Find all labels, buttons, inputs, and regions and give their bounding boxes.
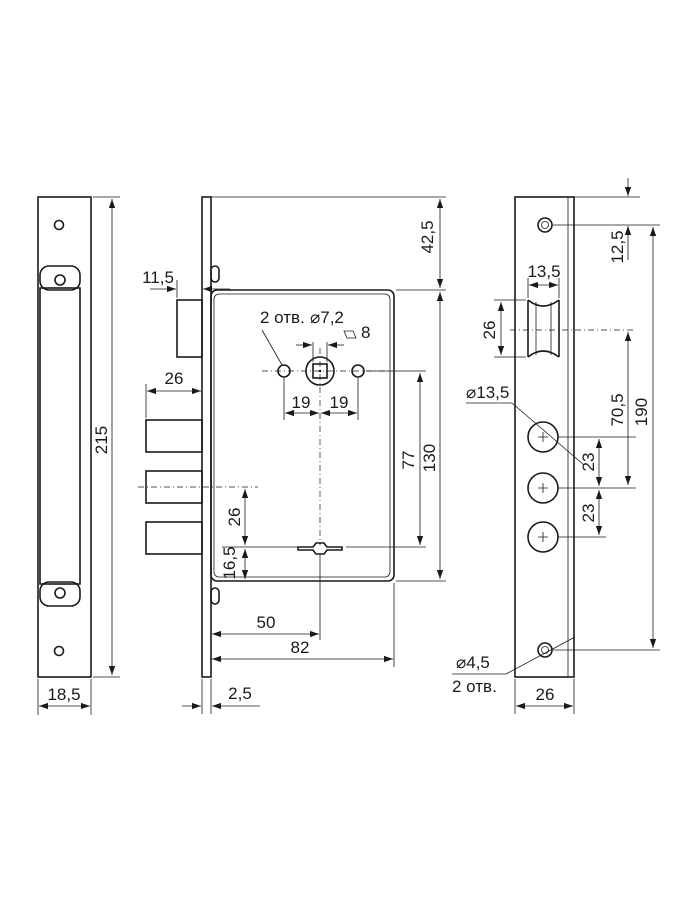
strike-top-hole [537,217,553,233]
top-offset-label: 42,5 [418,220,437,253]
faceplate-width-label: 18,5 [47,685,80,704]
screw-holes-count-label: 2 отв. [452,677,497,696]
dead-bolt-2 [145,470,203,504]
strike-bottom-hole [537,642,553,658]
plate-thickness-label: 2,5 [228,684,252,703]
strike-width-label: 26 [536,685,555,704]
dead-bolt-3 [145,521,203,555]
bolt-hole-diameter-label: ⌀13,5 [466,383,509,402]
top-hole-label: 12,5 [608,230,627,263]
spindle-to-key-label: 77 [399,451,418,470]
holes-diameter-label: ⌀7,2 [310,308,344,327]
left-fixing-hole [277,364,291,378]
lock-front-plate [201,196,212,678]
spindle-square [312,363,328,379]
case-height-label: 130 [420,444,439,472]
strike-latch-recess [527,299,560,358]
bolt-length-label: 26 [165,369,184,388]
holes-count-label: 2 отв. [260,308,305,327]
lock-body-view: 42,5 130 77 11,5 26 2 отв. ⌀7,2 8 [138,196,446,714]
bolt-pitch-1-label: 23 [579,453,598,472]
right-fixing-hole [351,364,365,378]
screw-hole-diameter-label: ⌀4,5 [456,653,490,672]
bolt-pitch-2-label: 23 [579,504,598,523]
faceplate-bolt-slot [39,287,81,585]
bottom-mount-lug [210,587,220,605]
dead-bolt-1 [145,419,203,453]
spindle-offset-right-label: 19 [330,393,349,412]
key-to-bolt-label: 26 [225,508,244,527]
spindle-center-dot [318,369,322,373]
latch-bolt [176,299,203,358]
faceplate-slot-bottom-end [39,581,81,607]
faceplate-height-label: 215 [92,426,111,454]
latch-to-bolt-label: 70,5 [608,393,627,426]
key-backset-label: 50 [257,613,276,632]
holes-distance-label: 190 [632,398,651,426]
square-spindle-icon [343,330,357,339]
faceplate-slot-bottom-hole [54,587,66,599]
keyhole [297,542,343,555]
spindle-size-label: 8 [361,323,370,342]
faceplate-top-screw-hole [53,219,65,231]
top-mount-lug [210,265,220,283]
backset-label: 11,5 [142,268,174,287]
case-depth-label: 82 [291,638,310,657]
faceplate-bottom-screw-hole [53,645,65,657]
faceplate-view: 215 18,5 [37,196,120,715]
spindle-offset-left-label: 19 [292,393,311,412]
lock-case-inner [213,293,391,578]
latch-width-label: 13,5 [527,262,560,281]
lock-case [210,289,395,582]
strike-plate-view: 12,5 190 13,5 26 70,5 23 23 ⌀13,5 [452,178,660,714]
faceplate-slot-top-end [39,265,81,291]
latch-height-label: 26 [480,321,499,340]
spindle-hub [305,356,335,386]
key-to-bottom-label: 16,5 [220,546,239,579]
faceplate-slot-top-hole [54,274,66,286]
faceplate-outline [37,196,92,678]
